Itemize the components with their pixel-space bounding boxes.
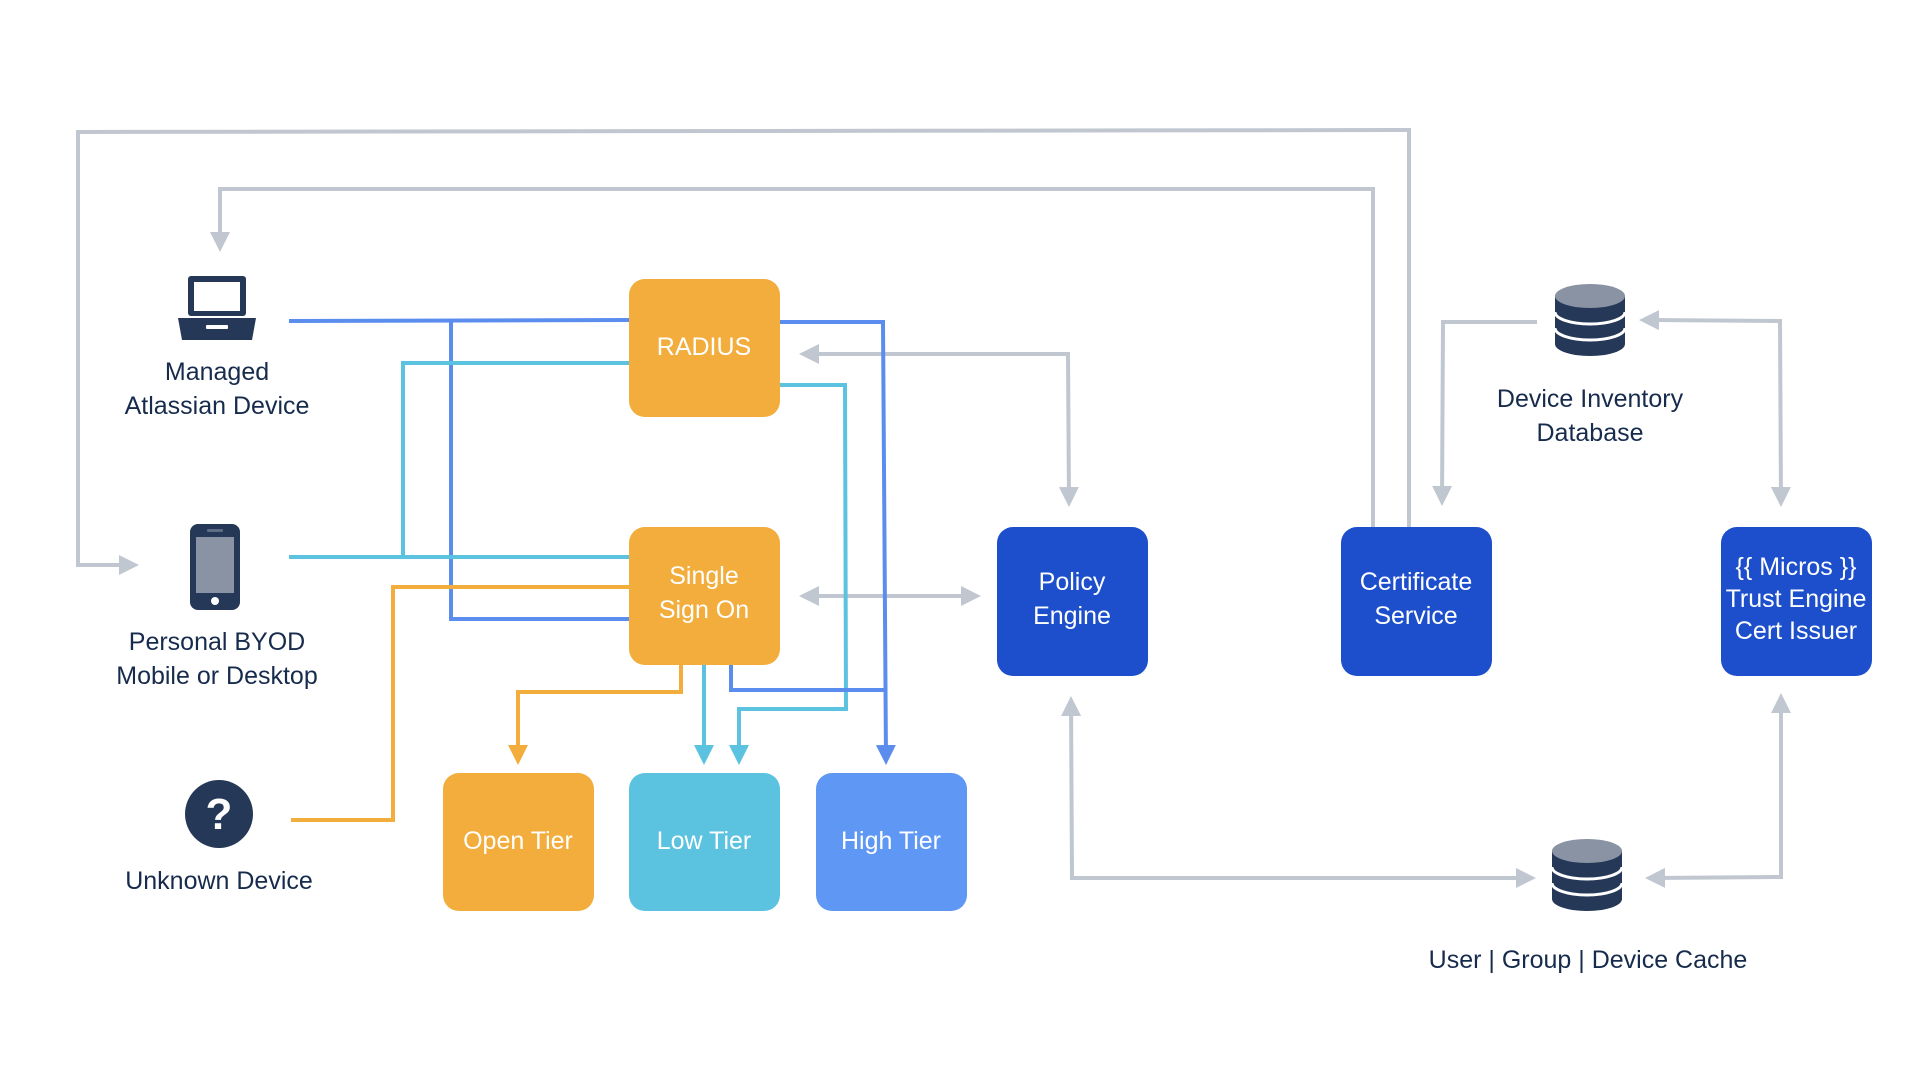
sso-node: Single Sign On (629, 527, 780, 665)
policy-engine-label-line1: Policy (1039, 568, 1106, 596)
micros-label-line3: Cert Issuer (1735, 617, 1857, 645)
question-mark-icon: ? (185, 780, 253, 848)
micros-label-line1: {{ Micros }} (1736, 553, 1857, 581)
radius-label: RADIUS (657, 333, 751, 361)
certificate-service-label-line1: Certificate (1360, 568, 1473, 596)
low-tier-node: Low Tier (629, 773, 780, 911)
device-inventory-label-line1: Device Inventory (1497, 385, 1684, 413)
gray-connectors (76, 127, 1791, 888)
managed-device-label-line1: Managed (165, 358, 269, 386)
connector-inventory-cert (1432, 320, 1537, 506)
phone-icon (190, 524, 240, 610)
sso-label-line2: Sign On (659, 596, 749, 624)
cache-label: User | Group | Device Cache (1429, 946, 1748, 974)
policy-engine-node: Policy Engine (997, 527, 1148, 676)
connector-policy-cache (1061, 696, 1536, 888)
policy-engine-label-line2: Engine (1033, 602, 1111, 630)
database-icon (1550, 839, 1624, 911)
low-tier-label: Low Tier (657, 827, 751, 855)
connector-managed-sso (449, 321, 629, 621)
radius-node: RADIUS (629, 279, 780, 417)
access-connectors (288, 318, 896, 822)
connector-radius-high-tier (780, 320, 896, 765)
high-tier-node: High Tier (816, 773, 967, 911)
open-tier-node: Open Tier (443, 773, 594, 911)
micros-label-line2: Trust Engine (1726, 585, 1867, 613)
certificate-service-node: Certificate Service (1341, 527, 1492, 676)
cache-database: User | Group | Device Cache (1429, 839, 1748, 974)
connector-sso-high-tier (729, 665, 884, 692)
connector-unknown-sso (291, 585, 629, 822)
unknown-device: ? Unknown Device (125, 780, 313, 895)
database-icon (1553, 284, 1627, 356)
sso-label-line1: Single (669, 562, 739, 590)
connector-radius-low-tier (729, 383, 849, 765)
connector-radius-policy (799, 344, 1079, 507)
question-mark-glyph: ? (206, 790, 233, 839)
laptop-icon (178, 276, 256, 340)
managed-device: Managed Atlassian Device (125, 276, 310, 420)
connector-inventory-micros (1639, 310, 1791, 507)
connector-byod-radius (401, 361, 629, 557)
unknown-device-label: Unknown Device (125, 867, 313, 895)
byod-device: Personal BYOD Mobile or Desktop (116, 524, 318, 690)
device-inventory-label-line2: Database (1536, 419, 1643, 447)
managed-device-label-line2: Atlassian Device (125, 392, 310, 420)
byod-device-label-line1: Personal BYOD (129, 628, 305, 656)
open-tier-label: Open Tier (463, 827, 573, 855)
high-tier-label: High Tier (841, 827, 941, 855)
connector-cache-micros (1645, 693, 1791, 888)
connector-cert-to-managed (210, 187, 1375, 528)
certificate-service-label-line2: Service (1374, 602, 1457, 630)
byod-device-label-line2: Mobile or Desktop (116, 662, 317, 690)
connector-sso-open-tier (508, 665, 683, 765)
connector-cert-to-byod (76, 127, 1411, 575)
connector-managed-radius (288, 318, 630, 323)
micros-node: {{ Micros }} Trust Engine Cert Issuer (1721, 527, 1872, 676)
device-inventory-database: Device Inventory Database (1497, 284, 1684, 447)
